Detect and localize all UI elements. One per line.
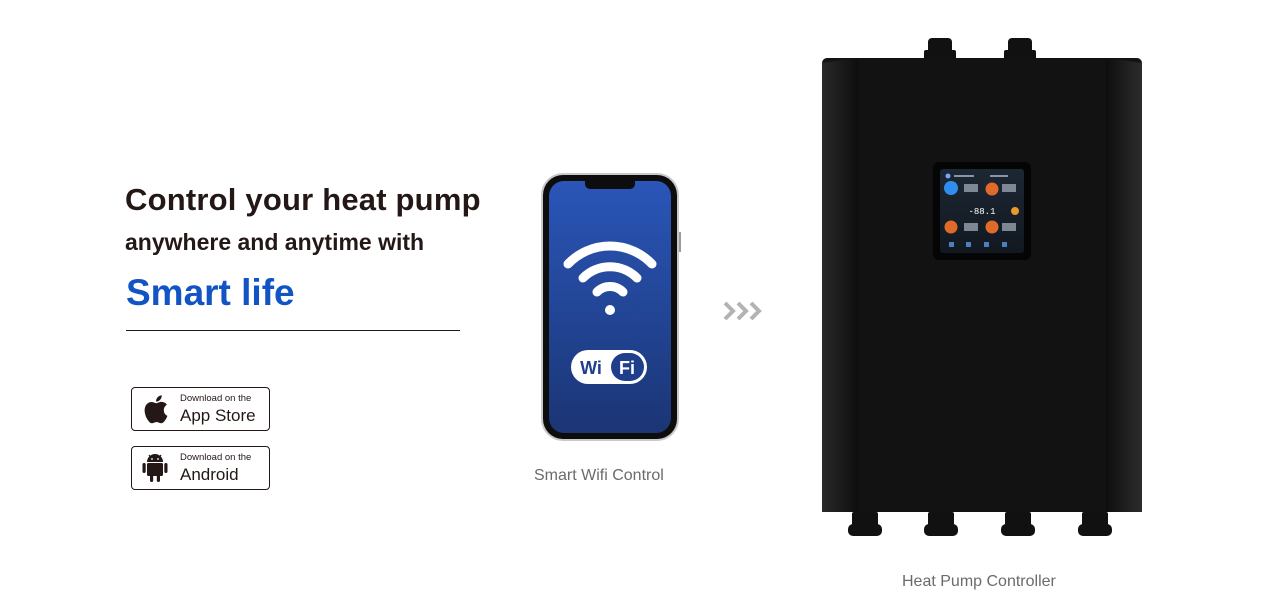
headline-brand: Smart life bbox=[126, 272, 295, 313]
badge-store-name: App Store bbox=[180, 405, 256, 425]
controller-display-value: -88.1 bbox=[968, 207, 995, 217]
phone-caption: Smart Wifi Control bbox=[534, 467, 664, 484]
wifi-label-right: Fi bbox=[619, 358, 635, 378]
app-store-badge[interactable]: Download on the App Store bbox=[131, 387, 270, 431]
divider bbox=[126, 330, 460, 331]
smartphone: Wi Fi bbox=[541, 173, 681, 441]
badge-small-text: Download on the bbox=[180, 452, 252, 464]
triple-chevron-right-icon bbox=[723, 301, 762, 321]
headline-line-1: Control your heat pump bbox=[125, 182, 481, 217]
android-badge[interactable]: Download on the Android bbox=[131, 446, 270, 490]
cable-gland-bottom bbox=[848, 512, 1112, 536]
wifi-icon bbox=[563, 241, 657, 297]
headline-line-2: anywhere and anytime with bbox=[125, 229, 425, 255]
badge-small-text: Download on the bbox=[180, 393, 252, 405]
controller-caption: Heat Pump Controller bbox=[902, 573, 1056, 590]
heat-pump-controller: -88.1 bbox=[822, 38, 1142, 536]
apple-icon bbox=[138, 392, 172, 426]
cable-gland-top bbox=[924, 38, 1036, 60]
wifi-label-left: Wi bbox=[580, 358, 602, 378]
badge-store-name: Android bbox=[180, 464, 239, 484]
android-icon bbox=[138, 451, 172, 485]
